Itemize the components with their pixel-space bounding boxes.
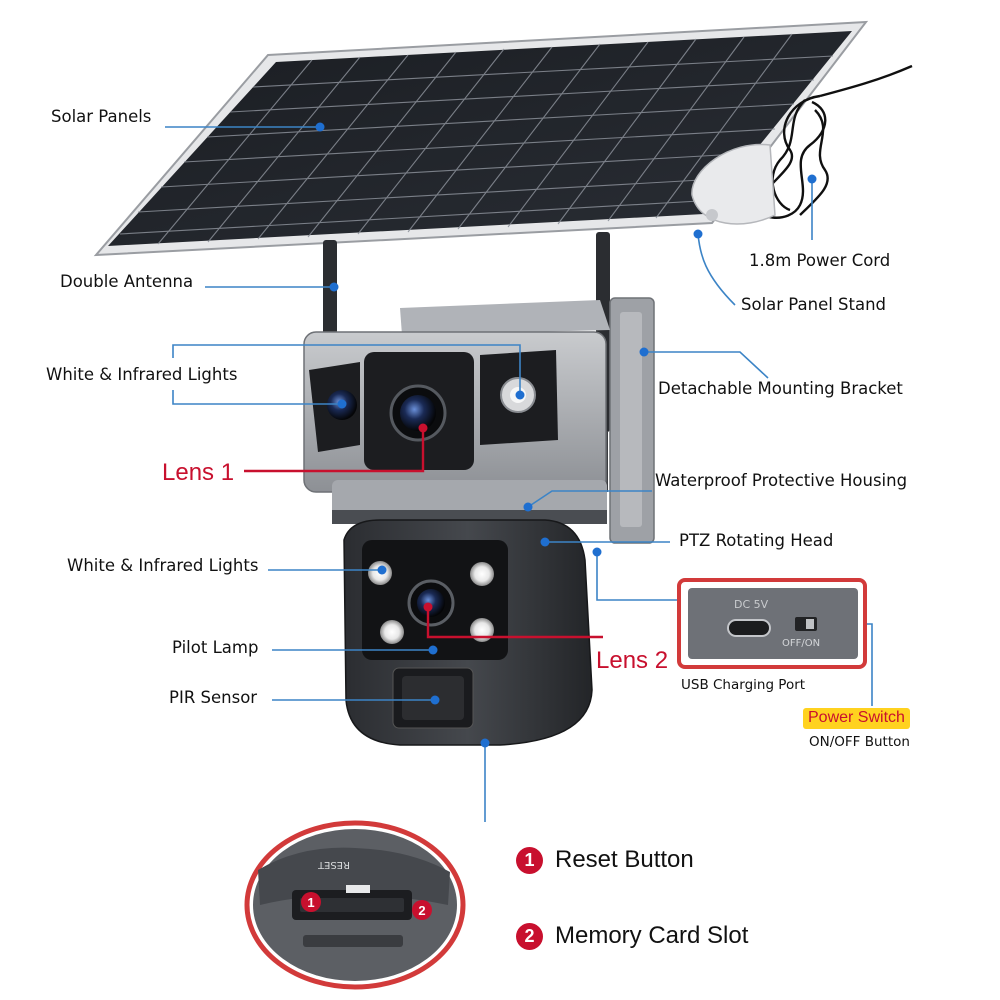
label-ptz-head: PTZ Rotating Head	[679, 531, 834, 550]
label-mounting-bracket: Detachable Mounting Bracket	[658, 379, 903, 398]
label-white-ir-lights-bottom: White & Infrared Lights	[67, 556, 259, 575]
legend-text-memory-card: Memory Card Slot	[555, 922, 749, 949]
lens-1-marker	[418, 423, 428, 433]
label-power-switch: Power Switch	[803, 708, 910, 729]
closeup-marker-2: 2	[418, 903, 425, 918]
solar-panel-stand	[691, 143, 776, 225]
label-solar-panels: Solar Panels	[51, 107, 152, 126]
solar-panel	[93, 20, 869, 257]
legend-text-reset: Reset Button	[555, 846, 694, 873]
label-power-cord: 1.8m Power Cord	[749, 251, 891, 270]
card-closeup: RESET 1 2	[244, 820, 466, 990]
callout-lines	[165, 126, 873, 822]
off-on-label: OFF/ON	[782, 638, 820, 649]
label-lens-2: Lens 2	[596, 647, 669, 674]
label-usb-port: USB Charging Port	[681, 677, 806, 693]
callout-dots	[315, 122, 839, 748]
label-pilot-lamp: Pilot Lamp	[172, 638, 259, 657]
legend-number-2: 2	[516, 922, 543, 950]
port-closeup: DC 5V OFF/ON	[677, 578, 867, 669]
mounting-bracket	[609, 297, 655, 544]
lens-callout-lines	[244, 428, 603, 639]
label-pir-sensor: PIR Sensor	[169, 688, 258, 707]
legend-number-1: 1	[516, 846, 543, 874]
closeup-marker-1: 1	[307, 895, 314, 910]
label-on-off-button: ON/OFF Button	[809, 734, 910, 750]
reset-engraving: RESET	[317, 859, 350, 870]
legend-item-reset: 1 Reset Button	[516, 846, 694, 874]
legend-item-memory-card: 2 Memory Card Slot	[516, 922, 748, 950]
label-solar-panel-stand: Solar Panel Stand	[741, 295, 887, 314]
label-waterproof-housing: Waterproof Protective Housing	[655, 471, 908, 490]
label-lens-1: Lens 1	[162, 459, 235, 486]
ptz-head	[343, 519, 593, 746]
label-double-antenna: Double Antenna	[60, 272, 194, 291]
upper-housing	[303, 300, 610, 524]
lens-2-marker	[423, 602, 433, 612]
dc-5v-label: DC 5V	[734, 598, 769, 611]
label-white-ir-lights-top: White & Infrared Lights	[46, 365, 238, 384]
